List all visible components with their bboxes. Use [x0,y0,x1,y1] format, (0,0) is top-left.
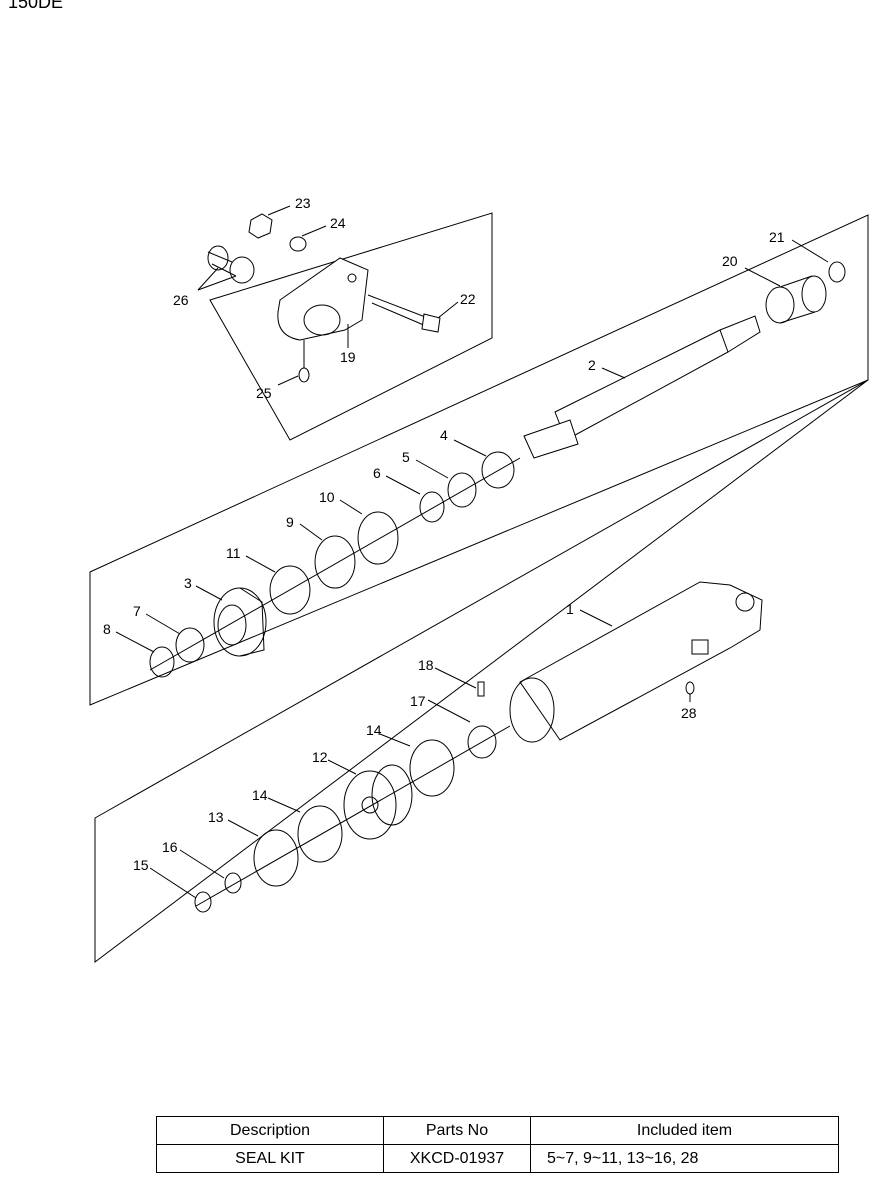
cylinder-tube-part [509,581,763,743]
grease-nipple-part [298,367,310,383]
callout-11: 11 [226,545,241,561]
wear-ring-14b-part [297,805,343,863]
column-header-description: Description [156,1116,384,1145]
o-ring-9-part [314,535,356,589]
wear-ring-14a-part [409,739,455,797]
piston-rod-part [523,315,761,459]
ring-11-part [269,565,311,615]
callout-26: 26 [173,292,189,308]
table-row: SEAL KIT XKCD-01937 5~7, 9~11, 13~16, 28 [156,1144,839,1173]
callout-3: 3 [184,575,192,591]
callout-4: 4 [440,427,448,443]
callout-15: 15 [133,857,149,873]
bushing-4-part [481,451,515,489]
callout-28: 28 [681,705,697,721]
callout-23: 23 [295,195,311,211]
column-header-parts-no: Parts No [383,1116,531,1145]
leader-lines [115,205,829,899]
callout-19: 19 [340,349,356,365]
seal-7-part [175,627,205,663]
callout-13: 13 [208,809,224,825]
callout-5: 5 [402,449,410,465]
callout-8: 8 [103,621,111,637]
callout-14b: 14 [252,787,268,803]
o-ring-16-part [224,872,242,894]
callout-1: 1 [566,601,574,617]
callout-21: 21 [769,229,785,245]
ring-6-part [419,491,445,523]
callout-6: 6 [373,465,381,481]
bolt-part [367,294,441,333]
rod-bushing-part [765,275,827,324]
callout-20: 20 [722,253,738,269]
callout-2: 2 [588,357,596,373]
callout-17: 17 [410,693,426,709]
set-screw-18-part [477,681,485,697]
rod-end-part [277,257,369,341]
callout-18: 18 [418,657,434,673]
panel-tube-assembly [94,379,869,964]
o-ring-28-part [685,681,695,695]
ring-8-part [149,646,175,678]
exploded-parts-diagram: 1 2 3 4 5 6 7 8 9 10 11 12 13 14 14 15 1… [89,195,869,964]
page-corner-label: 150DE [8,0,64,12]
callout-10: 10 [319,489,335,505]
cell-included-item: 5~7, 9~11, 13~16, 28 [530,1144,839,1173]
callout-22: 22 [460,291,476,307]
callout-12: 12 [312,749,328,765]
washer-part [289,236,307,252]
callout-24: 24 [330,215,346,231]
o-ring-21-part [828,261,846,283]
callout-14a: 14 [366,722,382,738]
callout-16: 16 [162,839,178,855]
callout-7: 7 [133,603,141,619]
seal-13-part [253,829,299,887]
nut-17-part [467,725,497,759]
nut-part [248,213,273,239]
piston-12-part [343,764,413,840]
seal-10-part [357,511,399,565]
seal-5-part [447,472,477,508]
bushing-part [207,245,255,284]
column-header-included-item: Included item [530,1116,839,1145]
table-header-row: Description Parts No Included item [156,1116,839,1145]
gland-part [213,587,267,657]
callout-labels: 1 2 3 4 5 6 7 8 9 10 11 12 13 14 14 15 1… [103,195,785,873]
callout-25: 25 [256,385,272,401]
cell-parts-no: XKCD-01937 [383,1144,531,1173]
cell-description: SEAL KIT [156,1144,384,1173]
seal-kit-table: Description Parts No Included item SEAL … [156,1116,839,1173]
ring-15-part [194,891,212,913]
callout-9: 9 [286,514,294,530]
panel-rod-end [209,212,493,441]
